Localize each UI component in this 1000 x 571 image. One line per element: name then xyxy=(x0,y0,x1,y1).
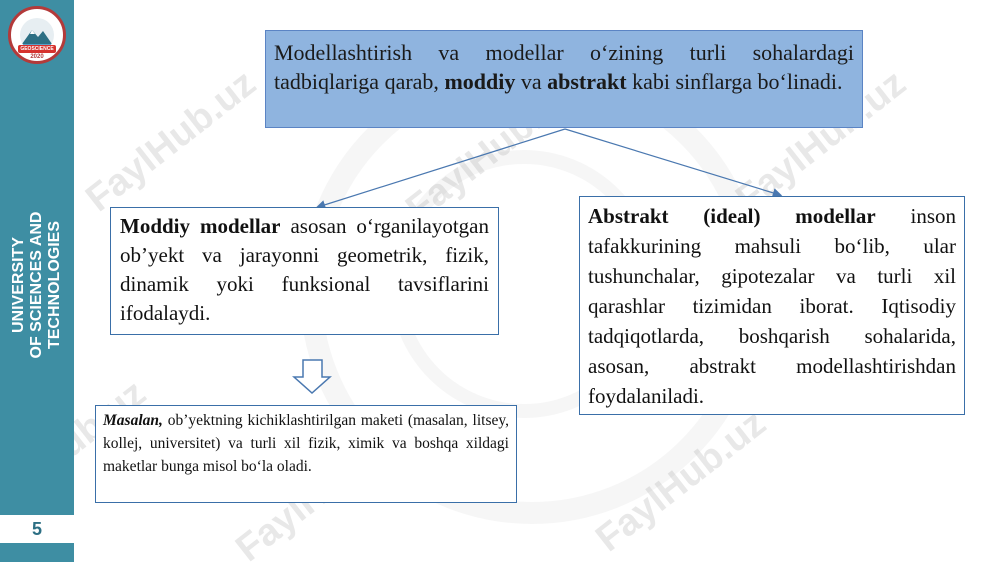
moddiy-title: Moddiy modellar xyxy=(120,214,281,238)
top-bold-moddiy: moddiy xyxy=(444,69,516,94)
example-box: Masalan, ob’yektning kichiklashtirilgan … xyxy=(95,405,517,503)
arrow-to-moddiy xyxy=(315,128,566,210)
top-text-1: Modellashtirish va modellar o‘zining tur… xyxy=(274,40,854,94)
logo-badge xyxy=(18,45,56,53)
abstrakt-models-box: Abstrakt (ideal) modellar inson tafakkur… xyxy=(579,196,965,415)
university-logo: GEOSCIENCE 2020 xyxy=(8,6,66,64)
top-text-2: va xyxy=(515,69,548,94)
arrow-to-abstrakt xyxy=(564,128,783,198)
top-text-3: kabi sinflarga bo‘linadi. xyxy=(626,69,843,94)
down-arrow-icon xyxy=(292,359,332,395)
page-number: 5 xyxy=(0,515,74,543)
sidebar: GEOSCIENCE 2020 UNIVERSITY OF SCIENCES A… xyxy=(0,0,74,562)
example-text: ob’yektning kichiklashtirilgan maketi (m… xyxy=(103,412,509,475)
moddiy-text: asosan o‘rganilayotgan ob’yekt va jarayo… xyxy=(120,214,490,325)
abstrakt-title: Abstrakt (ideal) modellar xyxy=(588,204,876,228)
top-bold-abstrakt: abstrakt xyxy=(547,69,627,94)
abstrakt-text: inson tafakkurining mahsuli bo‘lib, ular… xyxy=(588,204,956,408)
logo-badge-text: GEOSCIENCE xyxy=(20,46,54,52)
moddiy-models-box: Moddiy modellar asosan o‘rganilayotgan o… xyxy=(110,207,499,335)
example-lead: Masalan, xyxy=(103,412,163,429)
classification-box: Modellashtirish va modellar o‘zining tur… xyxy=(265,30,863,128)
logo-year: 2020 xyxy=(30,54,44,60)
